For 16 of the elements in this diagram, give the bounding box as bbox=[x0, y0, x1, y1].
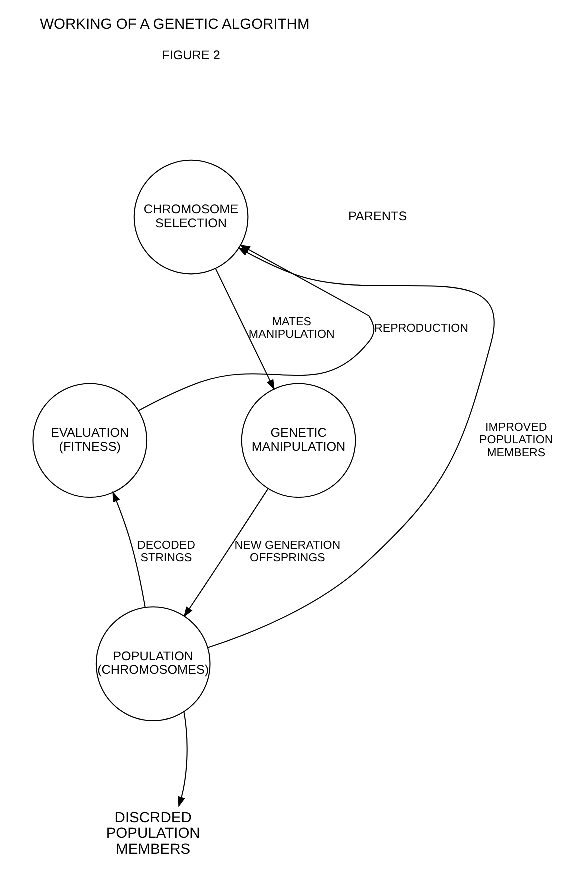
arrow bbox=[178, 712, 188, 808]
label: FIGURE 2 bbox=[162, 48, 220, 62]
node-circle: GENETIC MANIPULATION bbox=[241, 383, 356, 498]
node-text: DISCRDED POPULATION MEMBERS bbox=[106, 810, 200, 858]
edge-label: DECODED STRINGS bbox=[138, 540, 196, 565]
edge-label: REPRODUCTION bbox=[374, 322, 468, 335]
arrow bbox=[215, 268, 275, 390]
arrow bbox=[184, 488, 269, 618]
label: PARENTS bbox=[348, 210, 408, 224]
node-circle: EVALUATION (FITNESS) bbox=[32, 383, 148, 498]
arrow bbox=[208, 248, 494, 648]
edge-label: NEW GENERATION OFFSPRINGS bbox=[234, 540, 341, 565]
arrow bbox=[112, 491, 146, 608]
edge-label: IMPROVED POPULATION MEMBERS bbox=[479, 422, 554, 460]
edge-label: MATES MANIPULATION bbox=[248, 316, 335, 342]
diagram-title: WORKING OF A GENETIC ALGORITHM bbox=[40, 16, 310, 33]
